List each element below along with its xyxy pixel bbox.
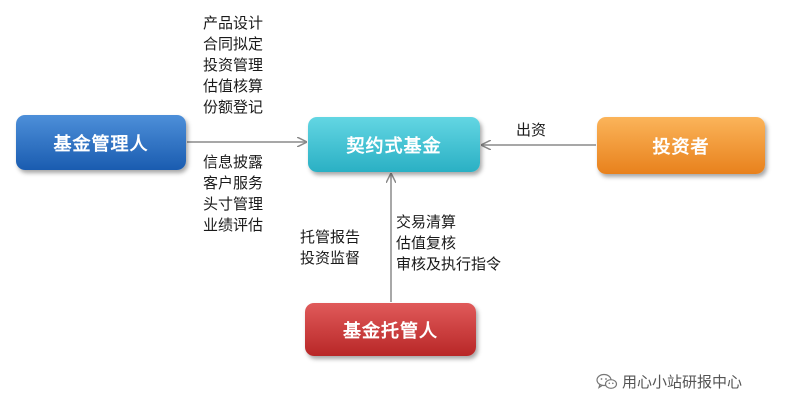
custodian-reports-label: 托管报告 投资监督 xyxy=(300,227,360,269)
manager-duties-top: 产品设计 合同拟定 投资管理 估值核算 份额登记 xyxy=(203,13,263,118)
duty-label: 产品设计 xyxy=(203,14,264,32)
duty-label: 信息披露 xyxy=(203,153,264,171)
watermark: 用心小站研报中心 xyxy=(596,371,742,392)
duty-label: 审核及执行指令 xyxy=(396,255,502,273)
duty-label: 托管报告 xyxy=(300,228,361,246)
duty-label: 投资监督 xyxy=(300,249,361,267)
duty-label: 头寸管理 xyxy=(203,195,264,213)
investor-box: 投资者 xyxy=(597,117,765,174)
watermark-text: 用心小站研报中心 xyxy=(622,373,743,391)
duty-label: 客户服务 xyxy=(203,174,264,192)
fund-manager-box: 基金管理人 xyxy=(16,115,186,170)
duty-label: 份额登记 xyxy=(203,98,264,116)
contractual-fund-box: 契约式基金 xyxy=(308,117,480,172)
duty-label: 交易清算 xyxy=(396,213,457,231)
fund-custodian-box: 基金托管人 xyxy=(305,303,476,356)
duty-label: 合同拟定 xyxy=(203,35,264,53)
custodian-duties-label: 交易清算 估值复核 审核及执行指令 xyxy=(396,212,501,275)
wechat-icon xyxy=(596,373,618,389)
duty-label: 估值复核 xyxy=(396,234,457,252)
manager-duties-bottom: 信息披露 客户服务 头寸管理 业绩评估 xyxy=(203,152,263,236)
investment-label: 出资 xyxy=(516,121,547,139)
duty-label: 投资管理 xyxy=(203,56,264,74)
duty-label: 业绩评估 xyxy=(203,216,264,234)
duty-label: 估值核算 xyxy=(203,77,264,95)
